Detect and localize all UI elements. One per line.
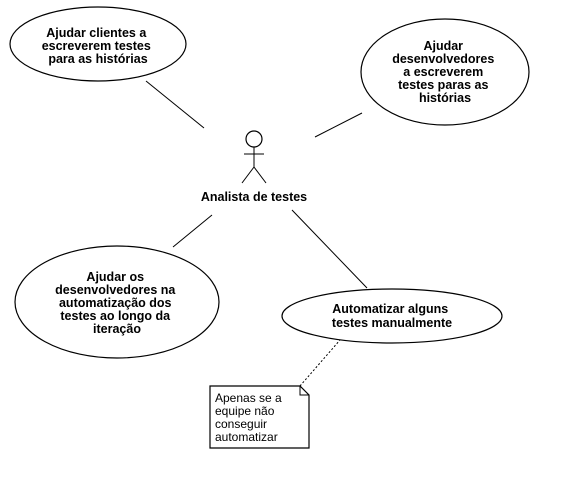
actor-name: Analista de testes	[201, 190, 307, 204]
note-line: automatizar	[215, 430, 278, 444]
note-anchor-line	[299, 339, 341, 387]
note-line: equipe não	[215, 404, 275, 418]
uc2-line: testes paras as	[398, 78, 488, 92]
uc3-line: automatização dos	[59, 296, 172, 310]
uc2-line: a escreverem	[403, 65, 483, 79]
use-case-uc1[interactable]: Ajudar clientes a escreverem testes para…	[9, 6, 187, 82]
uc3-line: testes ao longo da	[60, 309, 171, 323]
uc4-line: Automatizar alguns	[332, 302, 448, 316]
uc3-line: Ajudar os	[86, 270, 144, 284]
uc3-line: desenvolvedores na	[55, 283, 176, 297]
use-case-uc4[interactable]: Automatizar alguns testes manualmente	[281, 288, 503, 344]
use-case-uc3[interactable]: Ajudar os desenvolvedores na automatizaç…	[14, 245, 220, 359]
association-uc1	[145, 80, 205, 129]
association-uc4	[291, 209, 368, 289]
uc2-line: desenvolvedores	[392, 52, 494, 66]
note-line: conseguir	[215, 417, 267, 431]
uc2-line: histórias	[419, 91, 471, 105]
svg-text:Ajudar desenvolvedores: Ajudar desenvolvedores a escreverem test…	[392, 39, 498, 105]
note: Apenas se a equipe não conseguir automat…	[209, 385, 310, 449]
svg-text:Ajudar clientes a escrev: Ajudar clientes a escreverem testes para…	[42, 26, 155, 66]
uc1-line: para as histórias	[48, 52, 147, 66]
association-uc3	[172, 214, 213, 248]
svg-text:Ajudar os desenvolvedore: Ajudar os desenvolvedores na automatizaç…	[55, 270, 179, 336]
note-line: Apenas se a	[215, 391, 282, 405]
uc1-line: Ajudar clientes a	[46, 26, 147, 40]
uc1-line: escreverem testes	[42, 39, 151, 53]
uc3-line: iteração	[93, 322, 141, 336]
association-uc2	[314, 112, 363, 138]
uc4-line: testes manualmente	[332, 316, 452, 330]
svg-text:Apenas se a equipe não: Apenas se a equipe não conseguir automat…	[215, 391, 285, 444]
svg-text:Automatizar alguns teste: Automatizar alguns testes manualmente	[332, 302, 452, 330]
actor-stick-figure	[241, 130, 267, 184]
uc2-line: Ajudar	[423, 39, 463, 53]
use-case-uc2[interactable]: Ajudar desenvolvedores a escreverem test…	[360, 18, 530, 126]
